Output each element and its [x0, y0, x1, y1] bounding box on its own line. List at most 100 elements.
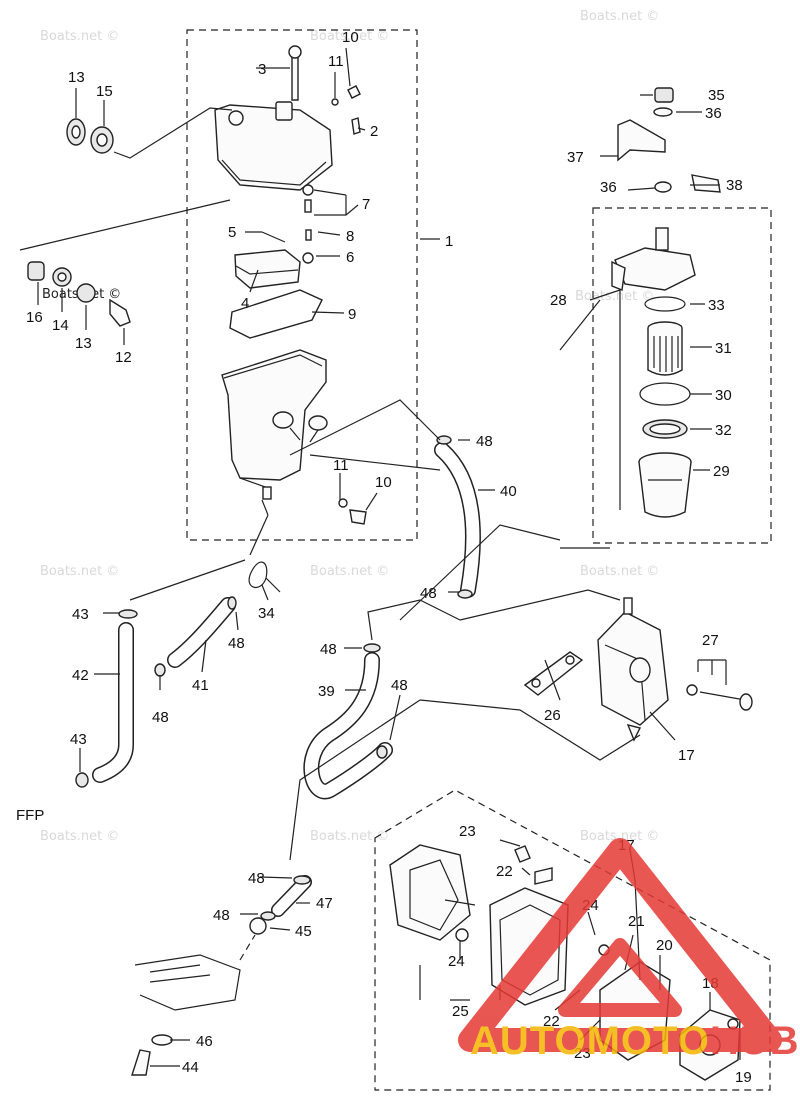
- hose-41: [167, 597, 236, 668]
- callout-48-e: 48: [228, 635, 245, 652]
- vapor-separator-cover: [214, 101, 333, 191]
- callout-22-top: 22: [496, 863, 513, 880]
- hose-47: [271, 875, 312, 917]
- callout-ffp: FFP: [16, 807, 44, 824]
- callout-43-top: 43: [72, 606, 89, 623]
- callout-46: 46: [196, 1033, 213, 1050]
- hose-40: [434, 442, 481, 598]
- callout-labels: 1 2 3 4 5 6 7 8 9 10 10 11 11 12 13 13 1…: [16, 29, 752, 1086]
- watermark: Boats.net ©: [310, 564, 389, 579]
- watermark: Boats.net ©: [575, 289, 654, 304]
- callout-42: 42: [72, 667, 89, 684]
- callout-48-h: 48: [213, 907, 230, 924]
- pump-bolt-27: [686, 684, 753, 711]
- automotohub-logo: AUTOMOTOHUB: [458, 838, 800, 1063]
- small-screws: [261, 45, 367, 525]
- seal-parts-left: [27, 118, 131, 327]
- leader-lines: [19, 47, 741, 1067]
- callout-22-bottom: 22: [543, 1013, 560, 1030]
- gasket-9: [229, 289, 323, 339]
- callout-10-bottom: 10: [375, 474, 392, 491]
- filter-o-ring-30: [639, 382, 691, 406]
- watermark: Boats.net ©: [40, 29, 119, 44]
- fuel-pump: [597, 597, 669, 742]
- watermark: Boats.net ©: [580, 829, 659, 844]
- callout-20: 20: [656, 937, 673, 954]
- callout-30: 30: [715, 387, 732, 404]
- watermark: Boats.net ©: [40, 829, 119, 844]
- callout-4: 4: [241, 295, 249, 312]
- callout-12: 12: [115, 349, 132, 366]
- callout-48-f: 48: [152, 709, 169, 726]
- watermark: Boats.net ©: [580, 564, 659, 579]
- callout-39: 39: [318, 683, 335, 700]
- callout-33: 33: [708, 297, 725, 314]
- callout-28: 28: [550, 292, 567, 309]
- filter-element-31: [647, 321, 683, 376]
- callout-10-top: 10: [342, 29, 359, 46]
- callout-27: 27: [702, 632, 719, 649]
- float-chamber: [234, 249, 301, 289]
- callout-2: 2: [370, 123, 378, 140]
- watermark: Boats.net ©: [580, 9, 659, 24]
- callout-11-top: 11: [328, 53, 344, 70]
- callout-31: 31: [715, 340, 732, 357]
- callout-44: 44: [182, 1059, 199, 1076]
- callout-48-g: 48: [248, 870, 265, 887]
- watermark: Boats.net ©: [40, 564, 119, 579]
- callout-48-c: 48: [320, 641, 337, 658]
- callout-36-bottom: 36: [600, 179, 617, 196]
- callout-48-b: 48: [420, 585, 437, 602]
- pump-gasket-26: [523, 651, 584, 696]
- callout-16: 16: [26, 309, 43, 326]
- callout-14: 14: [52, 317, 69, 334]
- logo-text: AUTOMOTOHUB: [470, 1019, 800, 1063]
- callout-38: 38: [726, 177, 743, 194]
- callout-45: 45: [295, 923, 312, 940]
- fuel-filter-group-box: [592, 207, 772, 544]
- callout-35: 35: [708, 87, 725, 104]
- hose-39: [303, 652, 393, 800]
- callout-26: 26: [544, 707, 561, 724]
- callout-37: 37: [567, 149, 584, 166]
- callout-47: 47: [316, 895, 333, 912]
- watermarks: Boats.net © Boats.net © Boats.net © Boat…: [40, 9, 659, 844]
- callout-32: 32: [715, 422, 732, 439]
- callout-29: 29: [713, 463, 730, 480]
- watermark: Boats.net ©: [310, 829, 389, 844]
- fuel-filter-head: [611, 227, 696, 291]
- callout-13-bottom: 13: [75, 335, 92, 352]
- callout-15: 15: [96, 83, 113, 100]
- callout-9: 9: [348, 306, 356, 323]
- vapor-separator-group-box: [186, 29, 418, 541]
- filter-bracket: [617, 87, 721, 193]
- callout-7: 7: [362, 196, 370, 213]
- callout-34: 34: [258, 605, 275, 622]
- callout-48-a: 48: [476, 433, 493, 450]
- callout-23-top: 23: [459, 823, 476, 840]
- callout-5: 5: [228, 224, 236, 241]
- callout-25: 25: [452, 1003, 469, 1020]
- engine-mount-sketch: [131, 917, 267, 1076]
- callout-24-left: 24: [448, 953, 465, 970]
- cable-tie-34: [248, 561, 281, 593]
- separator-body: [221, 349, 328, 500]
- callout-43-bottom: 43: [70, 731, 87, 748]
- callout-3: 3: [258, 61, 266, 78]
- filter-cup-29: [638, 452, 692, 518]
- callout-6: 6: [346, 249, 354, 266]
- hose-42: [92, 622, 134, 783]
- callout-40: 40: [500, 483, 517, 500]
- callout-41: 41: [192, 677, 209, 694]
- filter-ring-32: [642, 419, 688, 439]
- callout-13-top: 13: [68, 69, 85, 86]
- hose-clamps: [75, 435, 473, 921]
- callout-19: 19: [735, 1069, 752, 1086]
- callout-48-d: 48: [391, 677, 408, 694]
- callout-17-pump: 17: [678, 747, 695, 764]
- pump-cover-25: [389, 844, 471, 941]
- callout-21: 21: [628, 913, 645, 930]
- callout-11-bottom: 11: [333, 457, 349, 474]
